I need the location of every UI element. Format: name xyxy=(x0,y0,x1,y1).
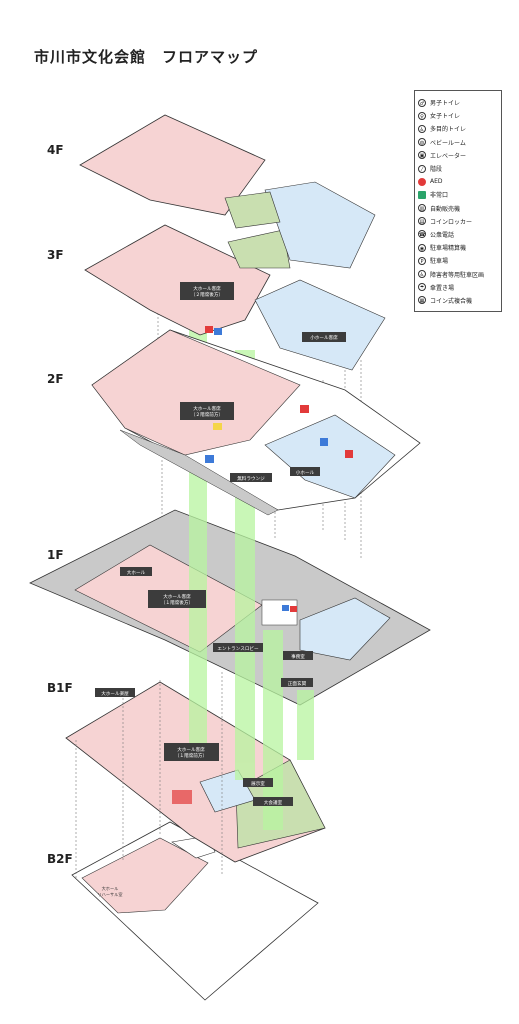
male-toilet-icon: ♂ xyxy=(418,98,426,107)
label-hall-1f: 大ホール客席（１階席後方） xyxy=(161,593,193,606)
coin-multifunction-icon: ▦ xyxy=(418,296,426,305)
legend-label: 階段 xyxy=(430,166,443,174)
label-main-entrance: 正面玄関 xyxy=(288,680,307,687)
legend-label: コインロッカー xyxy=(430,218,473,226)
legend-item: 非常口 xyxy=(418,188,498,201)
floor-1f xyxy=(29,509,431,706)
legend: ♂ 男子トイレ ♀ 女子トイレ ♿ 多目的トイレ ◍ ベビールーム ▣ エレベーター ⁄ 階段 AED 非… xyxy=(414,90,502,312)
floor-label-b2f: B2F xyxy=(47,852,73,866)
page-title: 市川市文化会館 フロアマップ xyxy=(34,48,259,66)
label-hall-3f: 大ホール客席（２階席後方） xyxy=(191,285,223,298)
label-b2-room-line: リハーサル室 xyxy=(97,891,122,898)
legend-item: ▥ 自動販売機 xyxy=(418,202,498,215)
legend-label: 駐車場精算機 xyxy=(430,245,467,253)
legend-item: ♂ 男子トイレ xyxy=(418,96,498,109)
public-phone-icon: ☎ xyxy=(418,230,426,239)
label-b2-room-line: 大ホール xyxy=(102,885,119,892)
label-lobby: 展示室 xyxy=(251,780,265,787)
label-hall-2f: 大ホール客席（２階席前方） xyxy=(191,405,223,418)
legend-label: 駐車場 xyxy=(430,258,449,266)
label-small-hall-seats: 小ホール客席 xyxy=(310,334,338,341)
legend-item: ▤ コインロッカー xyxy=(418,215,498,228)
label-office: 事務室 xyxy=(291,653,305,660)
legend-item: ♿ 障害者等用駐車区画 xyxy=(418,267,498,280)
stairs-icon: ⁄ xyxy=(418,164,426,173)
parking-payment-icon: ◉ xyxy=(418,243,426,252)
floor-label-b1f: B1F xyxy=(47,681,73,695)
legend-label: 女子トイレ xyxy=(430,113,461,121)
label-entrance: エントランスロビー xyxy=(217,645,259,652)
legend-item: ♿ 多目的トイレ xyxy=(418,122,498,135)
multipurpose-toilet-icon: ♿ xyxy=(418,124,426,133)
label-hall-1f-line: （１階席後方） xyxy=(161,599,193,606)
female-toilet-icon: ♀ xyxy=(418,111,426,120)
label-meeting-room: 大会議室 xyxy=(264,799,283,806)
label-hall-2f-line: （２階席前方） xyxy=(191,411,223,418)
floor-label-3f: 3F xyxy=(47,248,64,262)
legend-item: ♀ 女子トイレ xyxy=(418,109,498,122)
aed-icon xyxy=(418,177,426,186)
baby-room-icon: ◍ xyxy=(418,138,426,147)
legend-item: ▣ エレベーター xyxy=(418,149,498,162)
legend-item: P 駐車場 xyxy=(418,254,498,267)
legend-item: ☂ 傘置き場 xyxy=(418,281,498,294)
accessible-parking-icon: ♿ xyxy=(418,270,426,279)
label-hall-b1: 大ホール客席（１階席前方） xyxy=(175,746,207,759)
legend-item: ⁄ 階段 xyxy=(418,162,498,175)
label-hall-1f-line: 大ホール客席 xyxy=(163,593,191,600)
legend-label: 公衆電話 xyxy=(430,231,455,239)
floor-b2f xyxy=(71,821,319,1001)
legend-label: コイン式複合機 xyxy=(430,297,473,305)
label-hall-3f-line: （２階席後方） xyxy=(191,291,223,298)
legend-item: ◉ 駐車場精算機 xyxy=(418,241,498,254)
label-lounge: 無料ラウンジ xyxy=(237,475,265,482)
floor-label-2f: 2F xyxy=(47,372,64,386)
label-big-hall: 大ホール xyxy=(127,569,146,576)
label-hall-2f-line: 大ホール客席 xyxy=(193,405,221,412)
coin-locker-icon: ▤ xyxy=(418,217,426,226)
legend-item: ◍ ベビールーム xyxy=(418,136,498,149)
floor-label-1f: 1F xyxy=(47,548,64,562)
vending-machine-icon: ▥ xyxy=(418,204,426,213)
floor-4f xyxy=(79,114,376,269)
legend-item: AED xyxy=(418,175,498,188)
legend-label: 男子トイレ xyxy=(430,100,461,108)
legend-label: 多目的トイレ xyxy=(430,126,467,134)
legend-item: ☎ 公衆電話 xyxy=(418,228,498,241)
label-b2-room: 大ホールリハーサル室 xyxy=(97,885,122,898)
emergency-exit-icon xyxy=(418,190,426,199)
legend-label: AED xyxy=(430,178,443,186)
legend-label: 障害者等用駐車区画 xyxy=(430,271,485,279)
legend-item: ▦ コイン式複合機 xyxy=(418,294,498,307)
map-labels: 大ホール客席（２階席後方） 小ホール客席 大ホール客席（２階席前方） 無料ラウン… xyxy=(95,282,346,898)
parking-icon: P xyxy=(418,256,426,265)
floor-3f xyxy=(84,224,386,371)
label-hall-b1-line: 大ホール客席 xyxy=(177,746,205,753)
legend-label: 傘置き場 xyxy=(430,284,455,292)
legend-label: エレベーター xyxy=(430,152,467,160)
label-hall-b1-line: （１階席前方） xyxy=(175,752,207,759)
elevator-icon: ▣ xyxy=(418,151,426,160)
label-hall-3f-line: 大ホール客席 xyxy=(193,285,221,292)
legend-label: 非常口 xyxy=(430,192,449,200)
umbrella-stand-icon: ☂ xyxy=(418,283,426,292)
label-small-hall: 小ホール xyxy=(296,469,315,476)
label-b1-back: 大ホール楽屋 xyxy=(101,690,129,697)
legend-label: ベビールーム xyxy=(430,139,466,147)
floor-2f xyxy=(91,329,421,516)
legend-label: 自動販売機 xyxy=(430,205,461,213)
floor-label-4f: 4F xyxy=(47,143,64,157)
